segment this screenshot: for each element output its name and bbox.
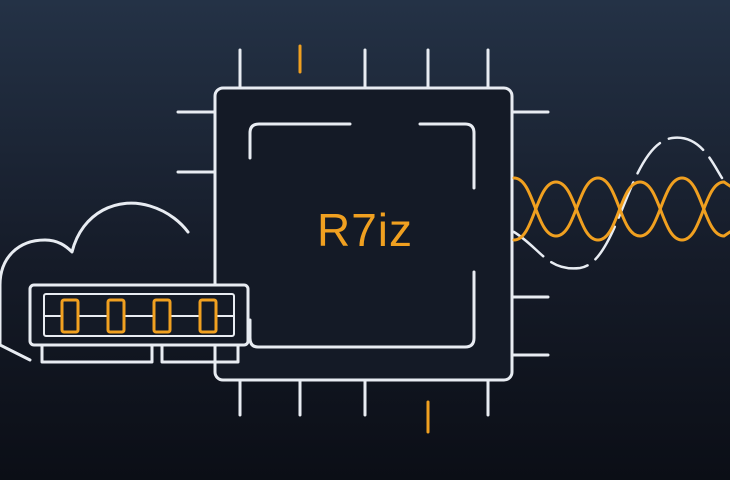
cloud-icon (0, 201, 190, 362)
sine-wave-icon (512, 136, 730, 270)
chip-label: R7iz (317, 204, 413, 256)
cpu-pins (176, 48, 550, 417)
cpu-chip-icon (213, 86, 514, 382)
ram-chips (60, 298, 218, 334)
cpu-die-outline (248, 122, 476, 349)
cpu-accent-pins (298, 44, 430, 434)
